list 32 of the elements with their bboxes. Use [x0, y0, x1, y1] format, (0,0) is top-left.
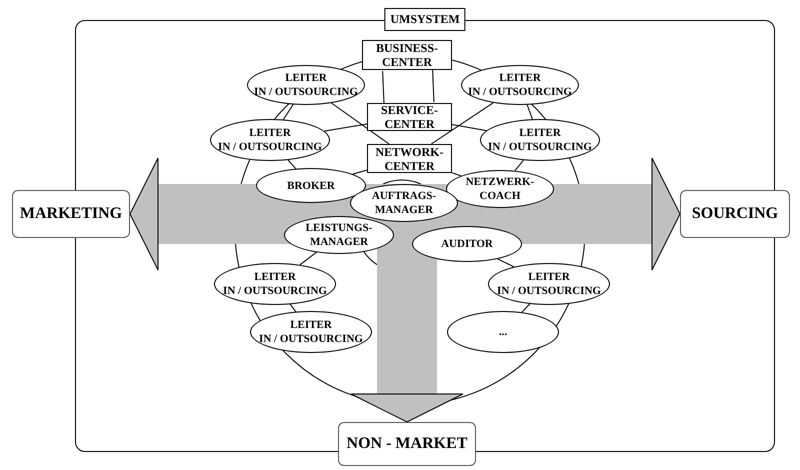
role-ellipse: LEITER IN / OUTSOURCING	[488, 263, 610, 305]
environment-box: MARKETING	[12, 190, 130, 238]
connector-line	[288, 160, 296, 170]
frame-title: UMSYSTEM	[384, 8, 466, 31]
connector-line	[300, 252, 317, 266]
connector-line	[330, 102, 390, 144]
environment-box: NON - MARKET	[338, 422, 476, 466]
connector-line	[514, 160, 524, 172]
unit-box: NETWORK-CENTER	[367, 144, 452, 173]
connector-line	[324, 124, 368, 132]
connector-line	[526, 104, 533, 120]
connector-line	[382, 70, 384, 104]
connector-line	[452, 172, 462, 176]
connector-line	[290, 304, 296, 312]
unit-box: SERVICE-CENTER	[367, 103, 452, 131]
role-ellipse: ...	[447, 311, 559, 353]
role-ellipse: LEITER IN / OUTSOURCING	[480, 119, 600, 161]
connector-line	[352, 170, 368, 175]
connector-line	[497, 258, 514, 268]
connector-line	[521, 303, 530, 313]
environment-box: SOURCING	[680, 190, 790, 238]
role-ellipse: LEITER IN / OUTSOURCING	[214, 263, 336, 305]
role-ellipse: LEITER IN / OUTSOURCING	[247, 65, 365, 105]
role-ellipse: BROKER	[256, 168, 366, 203]
role-ellipse: LEITER IN / OUTSOURCING	[210, 119, 330, 161]
connector-line	[282, 104, 294, 120]
connector-line	[430, 102, 494, 144]
role-ellipse: LEITER IN / OUTSOURCING	[250, 311, 372, 353]
connector-line	[432, 68, 434, 102]
connector-line	[452, 124, 487, 132]
unit-box: BUSINESS-CENTER	[362, 40, 452, 70]
role-ellipse: LEITER IN / OUTSOURCING	[461, 65, 579, 105]
